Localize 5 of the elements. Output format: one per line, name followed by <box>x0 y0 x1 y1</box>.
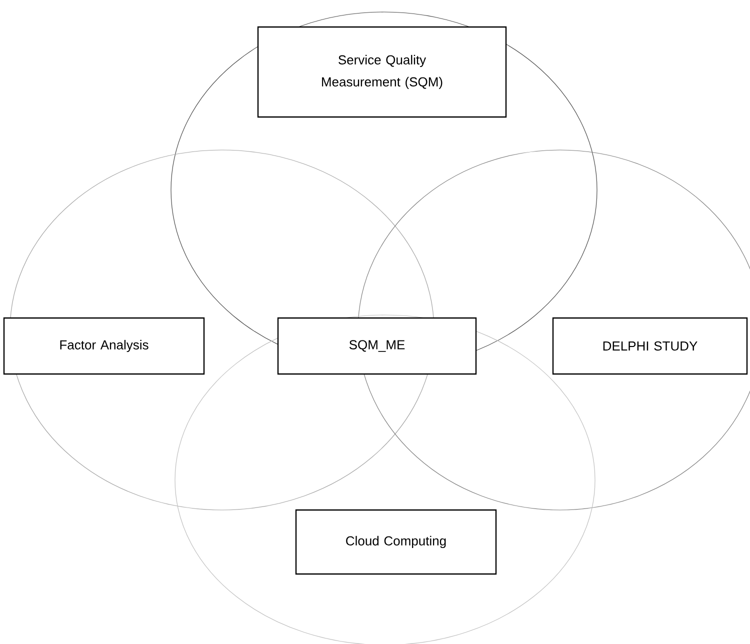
label-box: Cloud Computing <box>295 509 497 575</box>
label-box: Service Quality Measurement (SQM) <box>257 26 507 118</box>
label-box: Factor Analysis <box>3 317 205 375</box>
label-box: DELPHI STUDY <box>552 317 748 375</box>
label-box: SQM_ME <box>277 317 477 375</box>
